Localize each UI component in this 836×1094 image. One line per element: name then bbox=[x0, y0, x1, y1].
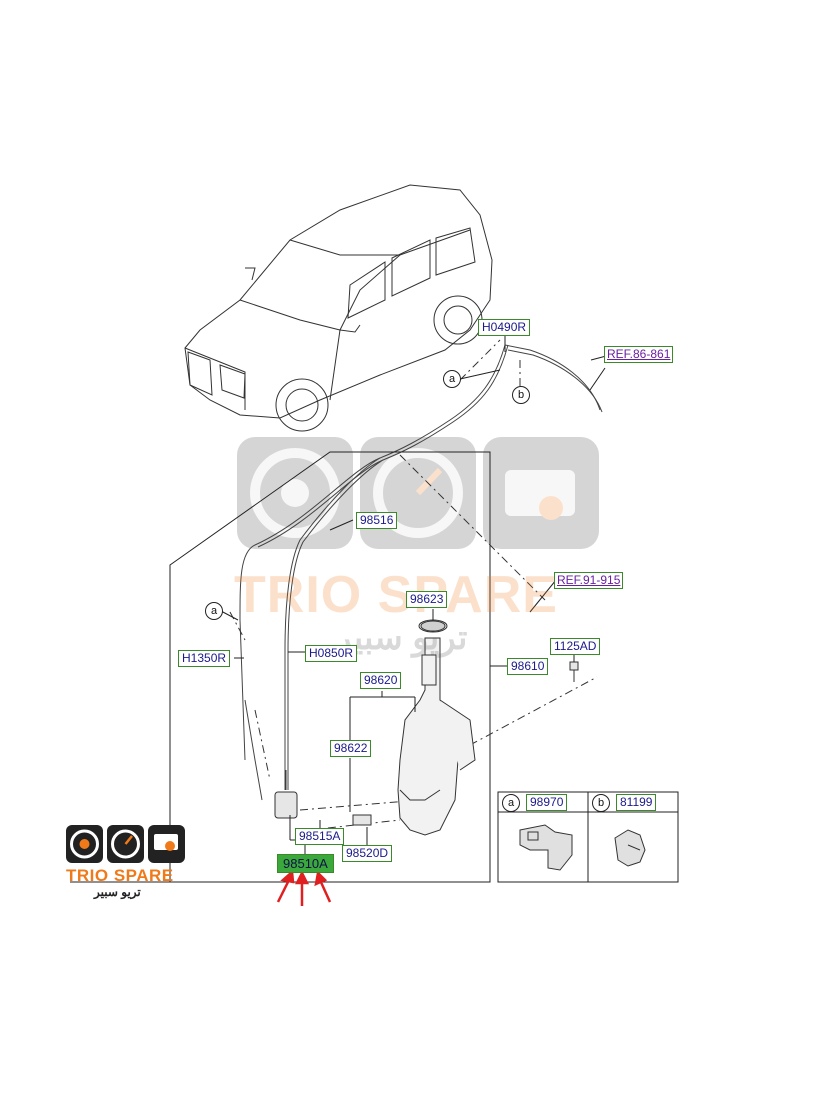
part-label-98520d[interactable]: 98520D bbox=[342, 845, 393, 862]
reservoir bbox=[397, 619, 476, 836]
part-label-98622[interactable]: 98622 bbox=[330, 740, 372, 757]
part-label-98623[interactable]: 98623 bbox=[406, 591, 448, 608]
part-label-h1350r[interactable]: H1350R bbox=[178, 650, 231, 667]
logo-latin-text: TRIO SPARE bbox=[66, 866, 174, 885]
watermark-graphic bbox=[237, 437, 599, 549]
inset-part-label-81199[interactable]: 81199 bbox=[616, 794, 657, 811]
part-label-98515a[interactable]: 98515A bbox=[295, 828, 345, 845]
clip-drawing-a bbox=[519, 824, 573, 871]
logo-arabic-text: تريو سبير bbox=[94, 885, 141, 899]
red-arrows bbox=[276, 869, 332, 906]
callout-a-upper: a bbox=[443, 370, 461, 388]
pump-parts bbox=[274, 620, 579, 826]
part-label-1125ad[interactable]: 1125AD bbox=[550, 638, 601, 655]
ref-label-86-861[interactable]: REF.86-861 bbox=[604, 346, 674, 363]
clip-drawing-b bbox=[614, 829, 646, 867]
part-label-98510a[interactable]: 98510A bbox=[277, 854, 334, 873]
part-label-h0490r[interactable]: H0490R bbox=[478, 319, 531, 336]
hose-routing bbox=[239, 344, 603, 801]
inset-callout-a: a bbox=[502, 794, 520, 812]
inset-box bbox=[497, 791, 679, 883]
inset-part-label-98970[interactable]: 98970 bbox=[526, 794, 568, 811]
logo-graphic bbox=[66, 825, 185, 863]
part-label-98516[interactable]: 98516 bbox=[356, 512, 398, 529]
ref-label-91-915[interactable]: REF.91-915 bbox=[554, 572, 624, 589]
part-label-98610[interactable]: 98610 bbox=[507, 658, 549, 675]
part-label-98620[interactable]: 98620 bbox=[360, 672, 402, 689]
watermark-latin: TRIO SPARE bbox=[234, 566, 558, 624]
dash-lines bbox=[229, 339, 598, 831]
callout-a-lower: a bbox=[205, 602, 223, 620]
callout-b: b bbox=[512, 386, 530, 404]
vehicle-outline bbox=[184, 184, 493, 432]
inset-callout-b: b bbox=[592, 794, 610, 812]
watermark-arabic: تريو سبير bbox=[335, 619, 468, 657]
part-label-h0850r[interactable]: H0850R bbox=[305, 645, 358, 662]
leader-lines bbox=[220, 334, 611, 854]
